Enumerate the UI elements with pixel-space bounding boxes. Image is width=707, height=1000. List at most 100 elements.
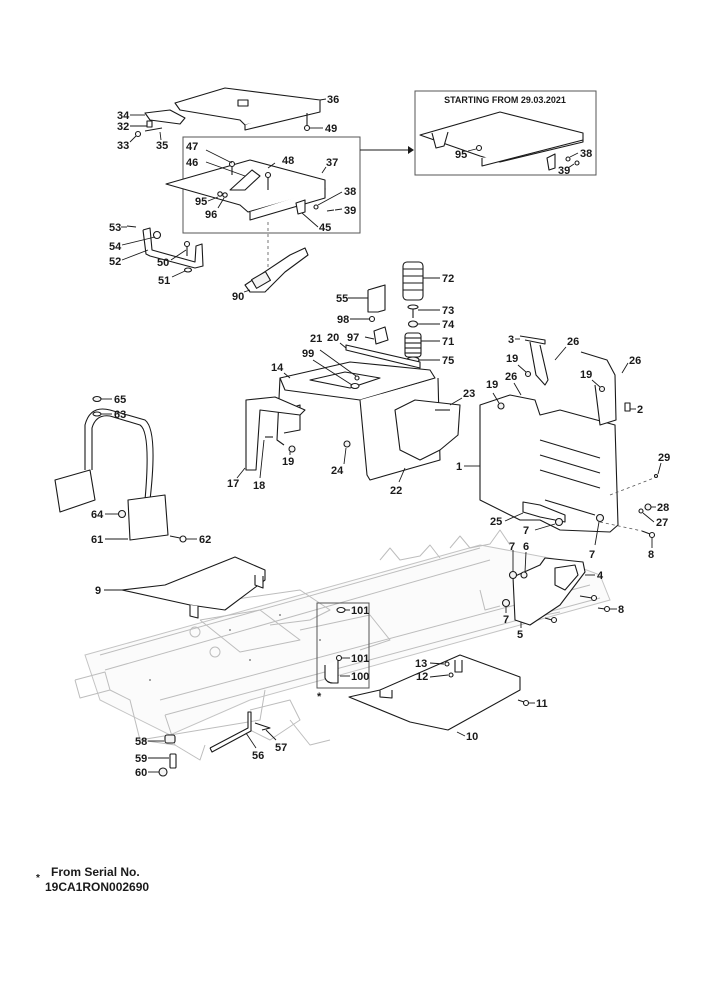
callout-63[interactable]: 63 [114, 409, 126, 421]
callout-37[interactable]: 37 [326, 157, 338, 169]
callout-71[interactable]: 71 [442, 336, 454, 348]
callout-28[interactable]: 28 [657, 502, 669, 514]
callout-61[interactable]: 61 [91, 534, 103, 546]
callout-52[interactable]: 52 [109, 256, 121, 268]
callout-22[interactable]: 22 [390, 485, 402, 497]
callout-34[interactable]: 34 [117, 110, 130, 122]
footnote-serial-label: From Serial No. [51, 865, 140, 879]
callout-19-d[interactable]: 19 [486, 379, 498, 391]
callout-46[interactable]: 46 [186, 157, 198, 169]
inset-callout-39[interactable]: 39 [558, 165, 570, 177]
callout-12[interactable]: 12 [416, 671, 428, 683]
linkage-bracket-52: 53 54 52 50 51 [109, 222, 204, 287]
pedal-bracket-22: 23 22 [390, 388, 475, 497]
inset-callout-38[interactable]: 38 [580, 148, 592, 160]
callout-60[interactable]: 60 [135, 767, 147, 779]
callout-6[interactable]: 6 [523, 541, 529, 553]
callout-75[interactable]: 75 [442, 355, 454, 367]
arrow-head-icon [408, 146, 414, 154]
callout-90[interactable]: 90 [232, 291, 244, 303]
callout-64[interactable]: 64 [91, 509, 104, 521]
roll-bar-61: 65 63 64 61 62 [54, 394, 211, 546]
box-callout-101-a[interactable]: 101 [351, 605, 369, 617]
callout-49[interactable]: 49 [325, 123, 337, 135]
callout-73[interactable]: 73 [442, 305, 454, 317]
callout-7-d[interactable]: 7 [503, 614, 509, 626]
callout-27[interactable]: 27 [656, 517, 668, 529]
callout-59[interactable]: 59 [135, 753, 147, 765]
callout-39[interactable]: 39 [344, 205, 356, 217]
footplate-10: 13 12 11 10 [348, 654, 548, 743]
callout-47[interactable]: 47 [186, 141, 198, 153]
callout-26-a[interactable]: 26 [567, 336, 579, 348]
callout-53[interactable]: 53 [109, 222, 121, 234]
callout-7-c[interactable]: 7 [509, 541, 515, 553]
callout-74[interactable]: 74 [442, 319, 455, 331]
callout-19-c[interactable]: 19 [580, 369, 592, 381]
callout-95[interactable]: 95 [195, 196, 207, 208]
mounting-bracket-4-5: 7 6 4 7 8 5 [501, 541, 624, 641]
callout-19-a[interactable]: 19 [282, 456, 294, 468]
callout-72[interactable]: 72 [442, 273, 454, 285]
callout-38[interactable]: 38 [344, 186, 356, 198]
callout-8-b[interactable]: 8 [618, 604, 624, 616]
callout-18[interactable]: 18 [253, 480, 265, 492]
bracket-55: 55 98 97 20 [327, 284, 421, 369]
callout-13[interactable]: 13 [415, 658, 427, 670]
callout-33[interactable]: 33 [117, 140, 129, 152]
callout-9[interactable]: 9 [95, 585, 101, 597]
lower-hardware: 58 59 60 56 57 [135, 711, 287, 779]
callout-36[interactable]: 36 [327, 94, 339, 106]
callout-5[interactable]: 5 [517, 629, 523, 641]
callout-65[interactable]: 65 [114, 394, 126, 406]
inset-callout-95[interactable]: 95 [455, 149, 467, 161]
callout-35[interactable]: 35 [156, 140, 168, 152]
callout-21[interactable]: 21 [310, 333, 322, 345]
callout-2[interactable]: 2 [637, 404, 643, 416]
callout-23[interactable]: 23 [463, 388, 475, 400]
callout-26-b[interactable]: 26 [629, 355, 641, 367]
callout-29[interactable]: 29 [658, 452, 670, 464]
callout-96[interactable]: 96 [205, 209, 217, 221]
callout-58[interactable]: 58 [135, 736, 147, 748]
callout-3[interactable]: 3 [508, 334, 514, 346]
callout-57[interactable]: 57 [275, 742, 287, 754]
callout-26-c[interactable]: 26 [505, 371, 517, 383]
callout-10[interactable]: 10 [466, 731, 478, 743]
inset-box-revision: STARTING FROM 29.03.2021 95 38 39 [414, 90, 597, 177]
suspension-spring-group: 72 73 74 71 75 [402, 261, 455, 367]
box-callout-100[interactable]: 100 [351, 671, 369, 683]
callout-19-b[interactable]: 19 [506, 353, 518, 365]
callout-1[interactable]: 1 [456, 461, 462, 473]
footnote-serial-number: 19CA1RON002690 [45, 880, 150, 894]
callout-55[interactable]: 55 [336, 293, 348, 305]
callout-54[interactable]: 54 [109, 241, 122, 253]
callout-8-a[interactable]: 8 [648, 549, 654, 561]
callout-51[interactable]: 51 [158, 275, 170, 287]
callout-56[interactable]: 56 [252, 750, 264, 762]
callout-48[interactable]: 48 [282, 155, 294, 167]
callout-11[interactable]: 11 [536, 698, 548, 710]
chassis-frame-ghost [74, 529, 611, 761]
callout-7-a[interactable]: 7 [523, 525, 529, 537]
callout-45[interactable]: 45 [319, 222, 331, 234]
callout-20[interactable]: 20 [327, 332, 339, 344]
callout-50[interactable]: 50 [157, 257, 169, 269]
callout-17[interactable]: 17 [227, 478, 239, 490]
inset-title: STARTING FROM 29.03.2021 [444, 95, 566, 105]
callout-99[interactable]: 99 [302, 348, 314, 360]
serial-group-box: 101 101 100 * [316, 602, 370, 703]
callout-62[interactable]: 62 [199, 534, 211, 546]
callout-98[interactable]: 98 [337, 314, 349, 326]
callout-14[interactable]: 14 [271, 362, 284, 374]
callout-32[interactable]: 32 [117, 121, 129, 133]
callout-97[interactable]: 97 [347, 332, 359, 344]
callout-4[interactable]: 4 [597, 570, 604, 582]
box-callout-101-b[interactable]: 101 [351, 653, 369, 665]
callout-25[interactable]: 25 [490, 516, 502, 528]
seat-plate-36: 36 49 [174, 87, 339, 135]
rubber-boot-72 [402, 261, 424, 301]
callout-7-b[interactable]: 7 [589, 549, 595, 561]
callout-24[interactable]: 24 [331, 465, 344, 477]
